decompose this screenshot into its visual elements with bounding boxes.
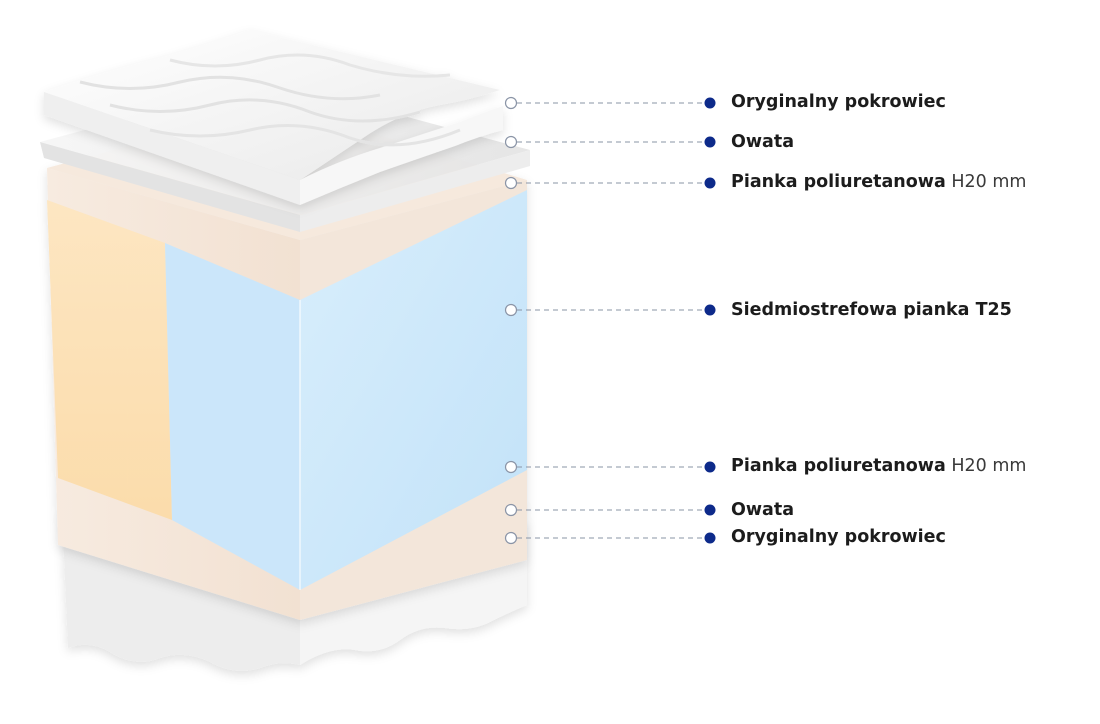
open-marker-bottom-wadding <box>504 503 518 517</box>
label-dot-core-foam <box>704 304 716 316</box>
open-marker-core-foam <box>504 303 518 317</box>
label-dot-top-foam <box>704 177 716 189</box>
core-block <box>47 105 527 620</box>
label-dot-bottom-foam <box>704 461 716 473</box>
label-top-foam-name: Pianka poliuretanowa <box>731 172 946 192</box>
label-top-wadding: Owata <box>731 131 794 153</box>
label-bottom-cover: Oryginalny pokrowiec <box>731 526 946 548</box>
open-marker-top-foam <box>504 176 518 190</box>
label-top-foam-detail: H20 mm <box>951 172 1027 192</box>
label-dot-top-wadding <box>704 136 716 148</box>
label-dot-bottom-cover <box>704 532 716 544</box>
label-bottom-cover-name: Oryginalny pokrowiec <box>731 527 946 547</box>
top-cover-layer <box>44 30 503 205</box>
label-dot-bottom-wadding <box>704 504 716 516</box>
label-dot-top-cover <box>704 97 716 109</box>
open-marker-top-cover <box>504 96 518 110</box>
label-top-cover: Oryginalny pokrowiec <box>731 91 946 113</box>
label-bottom-foam-detail: H20 mm <box>951 456 1027 476</box>
label-top-wadding-name: Owata <box>731 132 795 152</box>
label-bottom-wadding-name: Owata <box>731 500 795 520</box>
label-top-foam: Pianka poliuretanowa H20 mm <box>731 171 1026 193</box>
label-core-foam-name: Siedmiostrefowa pianka T25 <box>731 300 1012 320</box>
label-top-cover-name: Oryginalny pokrowiec <box>731 92 946 112</box>
open-marker-bottom-foam <box>504 460 518 474</box>
open-marker-bottom-cover <box>504 531 518 545</box>
label-core-foam: Siedmiostrefowa pianka T25 <box>731 299 1012 321</box>
open-marker-top-wadding <box>504 135 518 149</box>
leader-lines <box>504 96 716 545</box>
label-bottom-wadding: Owata <box>731 499 794 521</box>
label-bottom-foam: Pianka poliuretanowa H20 mm <box>731 455 1026 477</box>
label-bottom-foam-name: Pianka poliuretanowa <box>731 456 946 476</box>
